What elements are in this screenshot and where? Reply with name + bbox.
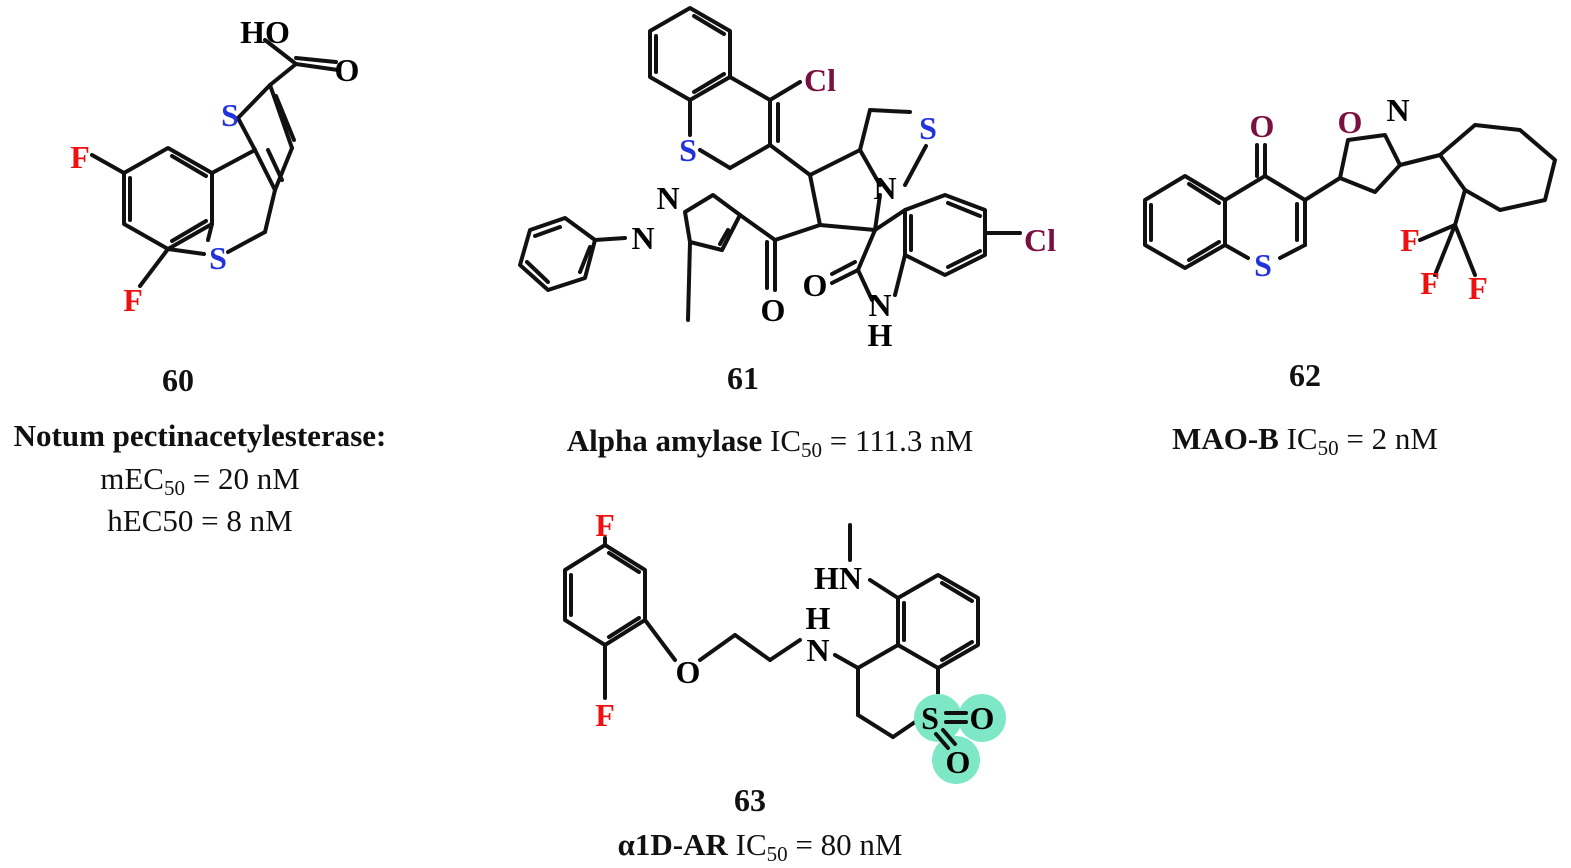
compound-62-activity: MAO-B IC50 = 2 nM	[1155, 420, 1455, 460]
compound-61-activity: Alpha amylase IC50 = 111.3 nM	[520, 422, 1020, 462]
compound-60-activity-line1: mEC50 = 20 nM	[0, 460, 400, 500]
compound-63-activity: α1D-AR IC50 = 80 nM	[560, 826, 960, 866]
c60-o-label: O	[335, 52, 360, 88]
c61-o-lactam: O	[803, 267, 828, 303]
c62-o-ketone: O	[1250, 108, 1275, 144]
compound-60-mec: mEC	[100, 461, 164, 496]
c63-nh-n: N	[806, 632, 829, 668]
c61-pyrazole-ring	[683, 193, 742, 252]
c61-oxindole-benzene	[903, 193, 987, 277]
compound-62-ic: IC	[1278, 421, 1318, 456]
c63-aromatic-ring	[896, 573, 980, 670]
c62-n-isoxazole: N	[1386, 92, 1409, 128]
c61-phenyl-ring	[518, 216, 597, 292]
compound-62-ic-value: = 2 nM	[1338, 421, 1438, 456]
compound-61-number: 61	[727, 360, 759, 396]
c63-s-label: S	[921, 700, 939, 736]
c60-f1-label: F	[70, 139, 90, 175]
compound-61-ic-value: = 111.3 nM	[822, 423, 974, 458]
c63-highlight-s	[914, 694, 962, 742]
c61-n-label: N	[873, 170, 896, 206]
c63-f2-label: F	[595, 697, 615, 733]
c63-hn-label: HN	[814, 560, 862, 596]
c63-benzene-ring	[563, 543, 647, 647]
c60-s-thiophene: S	[221, 97, 239, 133]
compound-63-ic-sub: 50	[766, 842, 788, 866]
compound-62-target: MAO-B	[1172, 421, 1279, 456]
compound-62-number: 62	[1289, 357, 1321, 393]
c60-benzene-ring	[122, 146, 214, 251]
c62-s-label: S	[1254, 247, 1272, 283]
compound-60-activity-line2: hEC50 = 8 nM	[107, 503, 293, 538]
c63-nh-h: H	[806, 600, 831, 636]
compound-63-ic: IC	[727, 827, 767, 862]
compound-61-target: Alpha amylase	[566, 423, 763, 458]
structure-60: HO O S S F F	[70, 14, 359, 318]
c60-f2-label: F	[123, 282, 143, 318]
compound-63-number: 63	[734, 782, 766, 818]
c62-f2-label: F	[1420, 265, 1440, 301]
compound-61-ic: IC	[762, 423, 801, 458]
c61-cl2-label: Cl	[1024, 222, 1056, 258]
c62-f1-label: F	[1400, 222, 1420, 258]
compound-62-ic-sub: 50	[1317, 436, 1339, 460]
compound-60-mec-value: = 20 nM	[184, 461, 300, 496]
c61-n2-label: N	[631, 220, 654, 256]
c62-f3-label: F	[1468, 270, 1488, 306]
compound-60-mec-sub: 50	[163, 476, 185, 500]
c61-n1-label: N	[656, 180, 679, 216]
c60-s-thiopyran: S	[209, 240, 227, 276]
c63-o2-label: O	[946, 744, 971, 780]
c63-highlight-o2	[932, 736, 980, 784]
c61-nh-h: H	[868, 317, 893, 353]
c63-sulfone-group: S O O	[914, 694, 1006, 784]
c62-phenyl-ring	[1438, 123, 1557, 212]
compound-60-target-name: Notum pectinacetylesterase:	[13, 418, 387, 453]
c62-o-isoxazole: O	[1338, 104, 1363, 140]
structure-63: F F O N H HN	[563, 507, 980, 739]
compound-61-ic-sub: 50	[801, 438, 822, 462]
c61-o-ketone: O	[761, 292, 786, 328]
c61-benzene-ring	[648, 6, 732, 102]
structure-62: O S O N F F F	[1143, 92, 1557, 306]
c60-ho-label: HO	[240, 14, 290, 50]
structure-61: S Cl S N Cl O N H O	[518, 6, 1056, 353]
c61-nh-n: N	[868, 287, 891, 323]
compound-63-target: α1D-AR	[617, 827, 728, 862]
c63-f1-label: F	[595, 507, 615, 543]
compound-60-number: 60	[162, 362, 194, 398]
c63-highlight-o1	[958, 694, 1006, 742]
c62-isoxazole-ring	[1338, 133, 1402, 194]
c61-cl1-label: Cl	[804, 62, 836, 98]
c63-o-ether: O	[676, 654, 701, 690]
c61-s-thiopyran: S	[679, 132, 697, 168]
compound-63-ic-value: = 80 nM	[787, 827, 903, 862]
c61-s-thiazolidine: S	[919, 110, 937, 146]
c62-benzene-ring	[1143, 174, 1227, 270]
c63-o1-label: O	[970, 700, 995, 736]
compound-60-target: Notum pectinacetylesterase:	[0, 417, 400, 455]
